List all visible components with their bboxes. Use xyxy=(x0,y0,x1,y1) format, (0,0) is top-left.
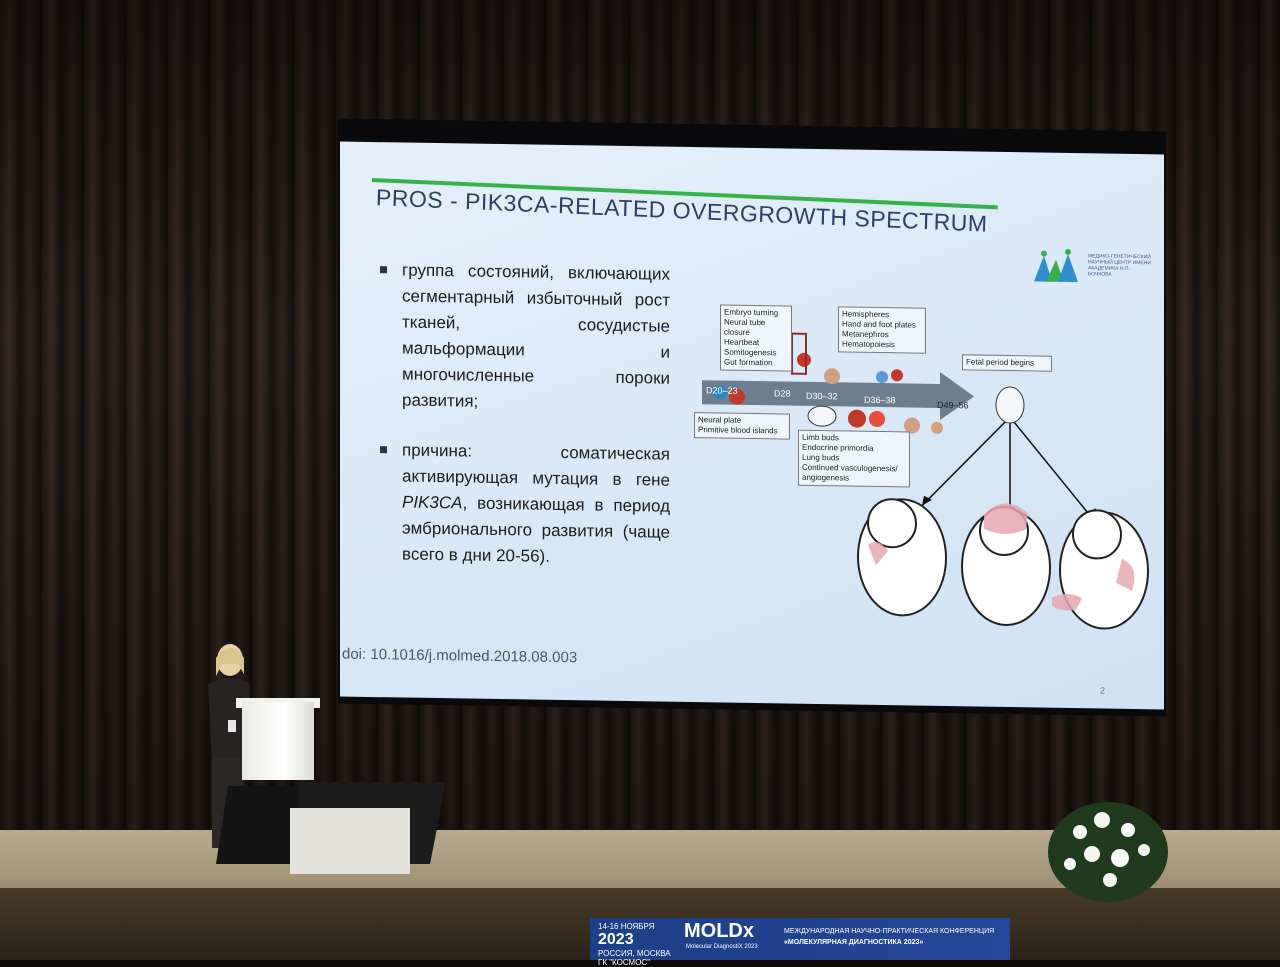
milestone-box-limb-buds: Limb buds Endocrine primordia Lung buds … xyxy=(798,429,910,488)
conference-banner: 14-16 НОЯБРЯ 2023 РОССИЯ, МОСКВА ГК "КОС… xyxy=(590,918,1010,967)
institute-logo-icon xyxy=(1034,248,1078,283)
fetus-illustration-3 xyxy=(1059,509,1149,630)
banner-conference-title: МЕЖДУНАРОДНАЯ НАУЧНО-ПРАКТИЧЕСКАЯ КОНФЕР… xyxy=(784,926,1008,948)
logo-caption: МЕДИКО-ГЕНЕТИЧЕСКИЙ НАУЧНЫЙ ЦЕНТР ИМЕНИ … xyxy=(1088,253,1151,278)
doi-reference: doi: 10.1016/j.molmed.2018.08.003 xyxy=(342,645,578,667)
bullet-definition-text: группа состояний, включающих сегментарны… xyxy=(402,260,670,411)
fetus-illustration-1 xyxy=(857,498,947,617)
bullet-square-icon xyxy=(380,446,387,454)
stage-label-d36-38: D36–38 xyxy=(864,394,896,406)
podium xyxy=(242,702,314,780)
banner-conference-line1: МЕЖДУНАРОДНАЯ НАУЧНО-ПРАКТИЧЕСКАЯ КОНФЕР… xyxy=(784,928,995,935)
stage-label-d30-32: D30–32 xyxy=(806,390,838,402)
slide-page-number: 2 xyxy=(1100,685,1106,696)
banner-month: НОЯБРЯ xyxy=(620,922,655,931)
stage-label-d49-56: D49–56 xyxy=(937,399,969,411)
gene-name: PIK3CA xyxy=(402,492,463,513)
stage-label-d20-23: D20–23 xyxy=(706,385,738,396)
bullet-definition: группа состояний, включающих сегментарны… xyxy=(378,257,670,418)
timeline-graphics xyxy=(702,332,1149,630)
slide-bullet-list: группа состояний, включающих сегментарны… xyxy=(378,257,670,596)
bullet-square-icon xyxy=(380,266,387,274)
stage-monitors xyxy=(210,778,446,874)
fetal-period-label: Fetal period begins xyxy=(962,354,1052,372)
presentation-slide: PROS - PIK3CA-RELATED OVERGROWTH SPECTRU… xyxy=(340,141,1164,710)
bullet-cause-text-start: причина: соматическая активирующая мутац… xyxy=(402,440,670,490)
banner-logo-subtitle: Molecular DiagnostiX 2023 xyxy=(686,944,758,950)
embryo-development-diagram: D20–23 D28 D30–32 D36–38 D49–56 Embryo t… xyxy=(692,292,1162,659)
milestone-box-early: Embryo turning Neural tube closure Heart… xyxy=(720,304,792,372)
milestone-box-neural-plate: Neural plate Primitive blood islands xyxy=(694,412,790,440)
banner-logo: MOLDx xyxy=(684,920,754,942)
banner-location: РОССИЯ, МОСКВА ГК "КОСМОС" xyxy=(598,949,671,967)
flower-arrangement xyxy=(1040,772,1175,912)
banner-date: 14-16 НОЯБРЯ 2023 РОССИЯ, МОСКВА ГК "КОС… xyxy=(598,922,676,967)
banner-days: 14-16 xyxy=(598,922,619,931)
bullet-cause: причина: соматическая активирующая мутац… xyxy=(378,437,670,572)
stage-label-d28: D28 xyxy=(774,388,791,399)
banner-conference-line2: «МОЛЕКУЛЯРНАЯ ДИАГНОСТИКА 2023» xyxy=(784,939,924,946)
milestone-box-hemispheres: Hemispheres Hand and foot plates Metanep… xyxy=(838,306,926,354)
banner-year: 2023 xyxy=(598,931,634,948)
